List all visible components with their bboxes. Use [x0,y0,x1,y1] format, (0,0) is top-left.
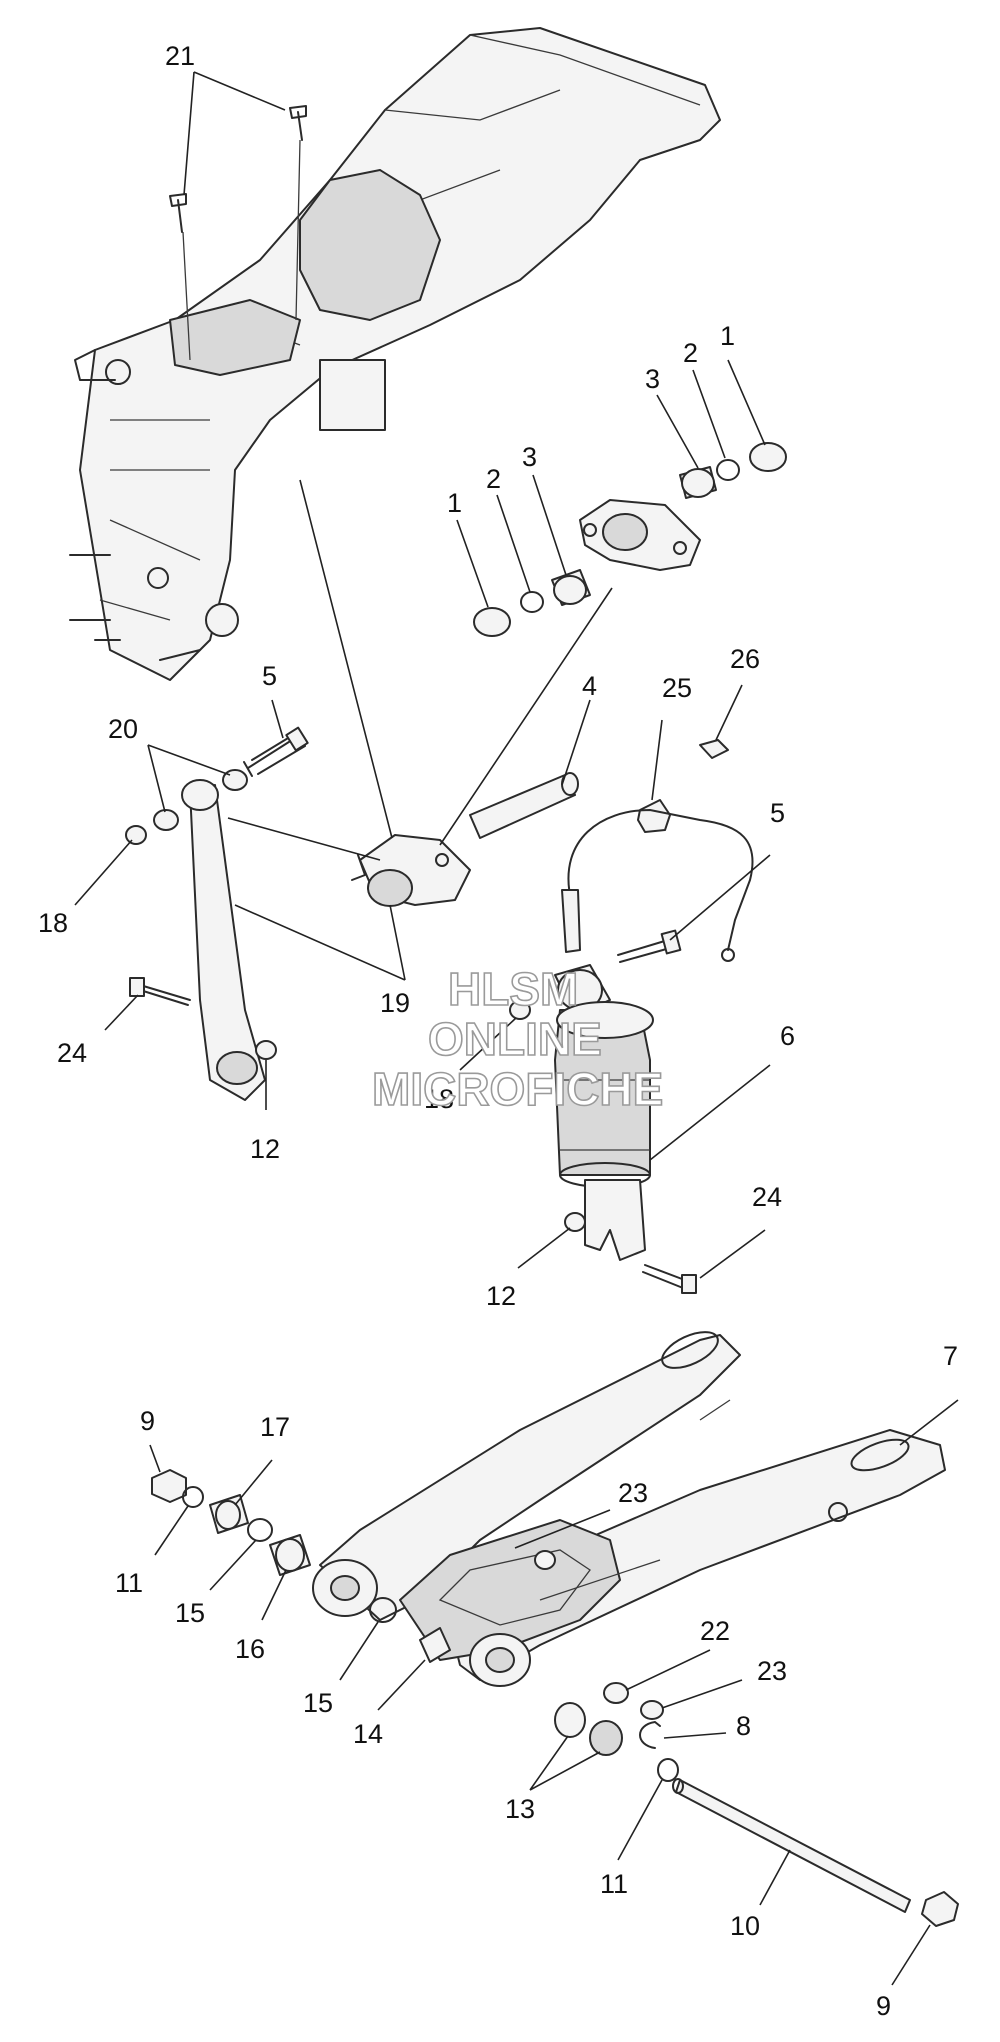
callout-23: 23 [618,1478,648,1508]
callout-12: 12 [250,1134,280,1164]
bushing-set-left [473,569,591,637]
callout-17: 17 [260,1412,290,1442]
rear-frame [69,27,721,681]
seal-ring-left [473,607,511,637]
swingarm [312,1331,946,1687]
callout-2: 2 [486,464,501,494]
watermark-line-2: ONLINE [428,1013,602,1065]
callout-24: 24 [752,1182,782,1212]
callout-2: 2 [683,338,698,368]
callout-3: 3 [522,442,537,472]
nut-18-right [509,1000,531,1020]
callout-5: 5 [262,661,277,691]
spacer-ring-right [716,459,740,481]
callout-11: 11 [600,1869,628,1899]
nut-9-left [151,1469,187,1503]
callout-14: 14 [353,1719,383,1749]
callout-1: 1 [720,321,735,351]
callout-20: 20 [108,714,138,744]
callout-18: 18 [38,908,68,938]
pivot-pin [469,772,579,839]
nut-25 [637,799,671,833]
callout-24: 24 [57,1038,87,1068]
bearing-13a [554,1702,586,1738]
watermark: HLSM ONLINE MICROFICHE [371,962,664,1116]
callout-12: 12 [486,1281,516,1311]
callout-4: 4 [582,671,597,701]
axle-10 [672,1778,911,1913]
callout-21: 21 [165,41,195,71]
callout-8: 8 [736,1711,751,1741]
callout-7: 7 [943,1341,958,1371]
bushing-14 [419,1627,451,1663]
nut-9-right [921,1891,959,1927]
bolt-5-upper [243,726,309,777]
washer-11-left [182,1486,204,1508]
callout-23: 23 [757,1656,787,1686]
spacer-ring-left [520,591,544,613]
callout-15: 15 [303,1688,333,1718]
nut-18-left [125,825,147,845]
callout-16: 16 [235,1634,265,1664]
callout-5: 5 [770,798,785,828]
nut-12-right [564,1212,586,1232]
washer-20b [153,809,179,831]
watermark-line-1: HLSM [448,963,578,1015]
watermark-line-3: MICROFICHE [372,1063,663,1115]
spacer-22 [603,1682,629,1704]
callout-9: 9 [140,1406,155,1436]
washer-11-right [657,1758,679,1782]
callout-18: 18 [424,1084,454,1114]
rocker-upper [579,499,701,571]
callout-11: 11 [115,1568,143,1598]
tie-rod [181,779,266,1101]
callout-13: 13 [505,1794,535,1824]
nut-12-left [255,1040,277,1060]
bolt-5-right [617,929,682,963]
circlip-8 [639,1721,661,1749]
spacer-23-lower [640,1700,664,1720]
clip-26 [699,739,729,759]
callout-3: 3 [645,364,660,394]
callout-19: 19 [380,988,410,1018]
callout-9: 9 [876,1991,891,2021]
callout-6: 6 [780,1021,795,1051]
shock-absorber [554,809,754,1261]
callout-26: 26 [730,644,760,674]
ring-15-lower [369,1597,397,1623]
callout-25: 25 [662,673,692,703]
ring-15-upper [247,1518,273,1542]
callout-22: 22 [700,1616,730,1646]
bushing-set-right [679,442,787,499]
rocker-19 [351,834,471,907]
bearing-13b [589,1720,623,1756]
callout-labels: 21 1 2 3 1 2 3 4 5 20 26 25 5 18 19 6 24… [38,41,958,2021]
callout-10: 10 [730,1911,760,1941]
bolt-24-left [129,977,191,1006]
callout-1: 1 [447,488,462,518]
bolt-24-right [642,1264,697,1294]
leader-lines [74,71,959,1986]
callout-15: 15 [175,1598,205,1628]
seal-ring-right [749,442,787,472]
